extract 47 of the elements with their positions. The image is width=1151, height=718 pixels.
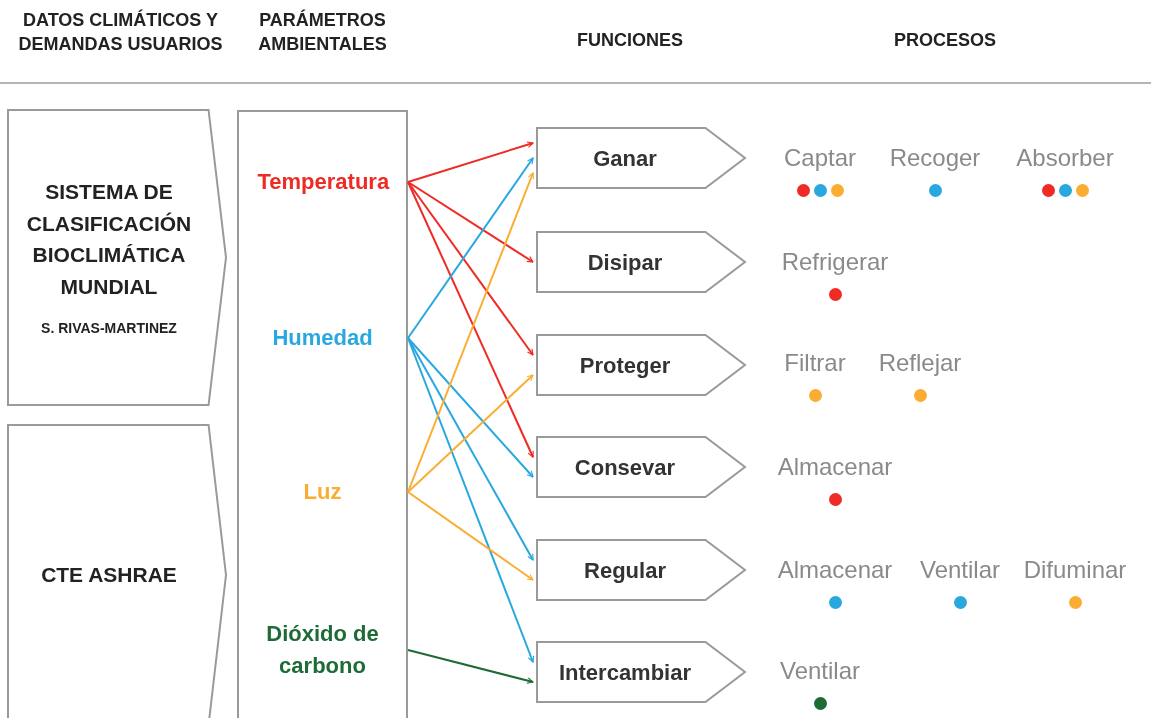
- column-header: DATOS CLIMÁTICOS Y DEMANDAS USUARIOS: [17, 8, 224, 57]
- process-label: Almacenar: [777, 452, 893, 482]
- source-title: CTE ASHRAE: [41, 562, 177, 589]
- process-label: Captar: [783, 143, 856, 173]
- parameter-label: Luz: [302, 478, 343, 507]
- function-arrow-box: [537, 642, 745, 702]
- process-label: Absorber: [1016, 143, 1114, 173]
- source-arrow-box: [8, 425, 226, 718]
- function-label: Proteger: [579, 351, 671, 380]
- arrow: [407, 374, 534, 493]
- function-label: Regular: [584, 556, 666, 585]
- function-arrow-box: [537, 232, 745, 292]
- arrow: [407, 337, 535, 663]
- parameter-panel: [237, 110, 408, 718]
- function-label: Consevar: [574, 453, 676, 482]
- arrow: [407, 337, 534, 478]
- function-arrow-box: [537, 335, 745, 395]
- function-arrow-box: [537, 540, 745, 600]
- process-label: Reflejar: [878, 348, 962, 378]
- arrow: [407, 491, 534, 581]
- process-label: Difuminar: [1023, 555, 1127, 585]
- source-arrow-box: [8, 110, 226, 405]
- arrow: [407, 141, 534, 183]
- column-header: FUNCIONES: [577, 29, 683, 52]
- process-label: Refrigerar: [781, 247, 889, 277]
- process-label: Ventilar: [919, 555, 1001, 585]
- process-label: Ventilar: [779, 656, 861, 686]
- process-label: Recoger: [889, 143, 981, 173]
- function-arrow-box: [537, 128, 745, 188]
- source-author: S. RIVAS-MARTINEZ: [41, 319, 177, 338]
- function-label: Intercambiar: [558, 658, 692, 687]
- parameter-label: Dióxido de carbono: [265, 620, 380, 680]
- function-label: Disipar: [587, 248, 663, 277]
- arrow: [407, 649, 534, 684]
- parameter-label: Humedad: [271, 324, 374, 353]
- source-title: SISTEMA DE CLASIFICACIÓN BIOCLIMÁTICA MUNDIAL: [26, 179, 192, 300]
- arrow: [407, 181, 534, 356]
- arrow: [407, 337, 534, 561]
- function-arrow-box: [537, 437, 745, 497]
- arrow: [407, 181, 534, 263]
- process-label: Almacenar: [777, 555, 893, 585]
- function-label: Ganar: [593, 144, 657, 173]
- column-header: PARÁMETROS AMBIENTALES: [257, 8, 388, 57]
- parameter-label: Temperatura: [257, 168, 388, 197]
- process-label: Filtrar: [784, 348, 846, 378]
- arrow: [407, 157, 534, 339]
- column-header: PROCESOS: [894, 29, 996, 52]
